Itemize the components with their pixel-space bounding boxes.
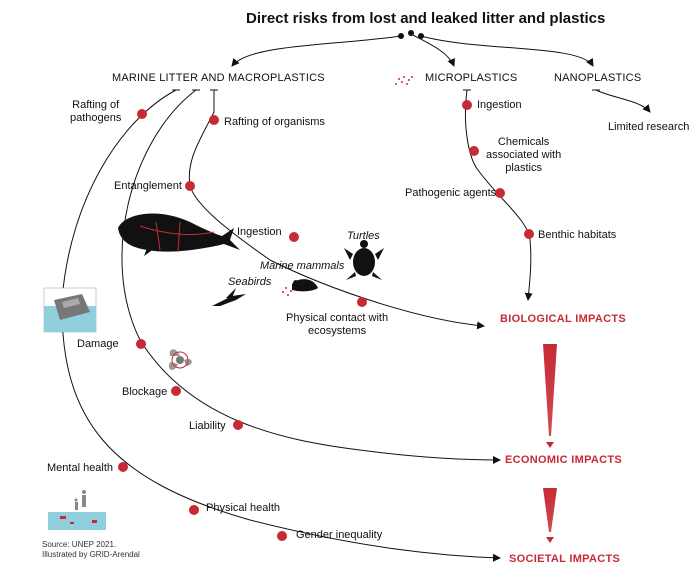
label-limited-research: Limited research	[608, 121, 690, 133]
beach-people-icon	[48, 490, 106, 530]
impact-biological: BIOLOGICAL IMPACTS	[500, 313, 626, 325]
impact-arrows	[543, 344, 557, 543]
label-rafting-organisms: Rafting of organisms	[224, 116, 325, 128]
propeller-icon	[168, 349, 192, 370]
category-connectors	[231, 33, 594, 67]
source-line-2: Illustrated by GRID-Arendal	[42, 550, 140, 559]
label-turtles: Turtles	[347, 230, 380, 242]
label-blockage: Blockage	[122, 386, 168, 398]
label-entanglement: Entanglement	[114, 180, 182, 192]
whale-icon	[118, 213, 240, 256]
label-mental-health: Mental health	[47, 462, 114, 474]
label-physical-health: Physical health	[206, 502, 280, 514]
sinking-ship-icon	[43, 287, 97, 333]
label-ingestion-marine: Ingestion	[237, 226, 282, 238]
label-rafting-pathogens: Rafting of pathogens	[70, 99, 122, 124]
risk-dots	[118, 100, 534, 541]
label-chemicals: Chemicals associated with plastics	[486, 136, 562, 174]
diagram-title: Direct risks from lost and leaked litter…	[246, 10, 606, 27]
label-ingestion-micro: Ingestion	[477, 99, 522, 111]
label-physical-contact: Physical contact with ecosystems	[286, 312, 389, 337]
label-benthic-habitats: Benthic habitats	[538, 229, 617, 241]
label-seabirds: Seabirds	[228, 276, 272, 288]
category-microplastics: MICROPLASTICS	[425, 72, 518, 84]
source-line-1: Source: UNEP 2021.	[42, 540, 117, 549]
category-marine-litter: MARINE LITTER AND MACROPLASTICS	[112, 72, 325, 84]
limited-research-connector	[595, 89, 651, 113]
label-pathogenic-agents: Pathogenic agents	[405, 187, 497, 199]
seabird-icon	[212, 288, 246, 306]
microplastic-particles-icon	[282, 76, 413, 296]
label-damage: Damage	[77, 338, 119, 350]
impact-economic: ECONOMIC IMPACTS	[505, 454, 623, 466]
turtle-icon	[344, 240, 384, 280]
seal-icon	[292, 279, 318, 292]
label-gender-inequality: Gender inequality	[296, 529, 383, 541]
label-marine-mammals: Marine mammals	[260, 260, 345, 272]
label-liability: Liability	[189, 420, 226, 432]
impact-societal: SOCIETAL IMPACTS	[509, 553, 621, 565]
category-nanoplastics: NANOPLASTICS	[554, 72, 642, 84]
marine-curves	[61, 89, 501, 562]
micro-curve	[464, 89, 533, 301]
